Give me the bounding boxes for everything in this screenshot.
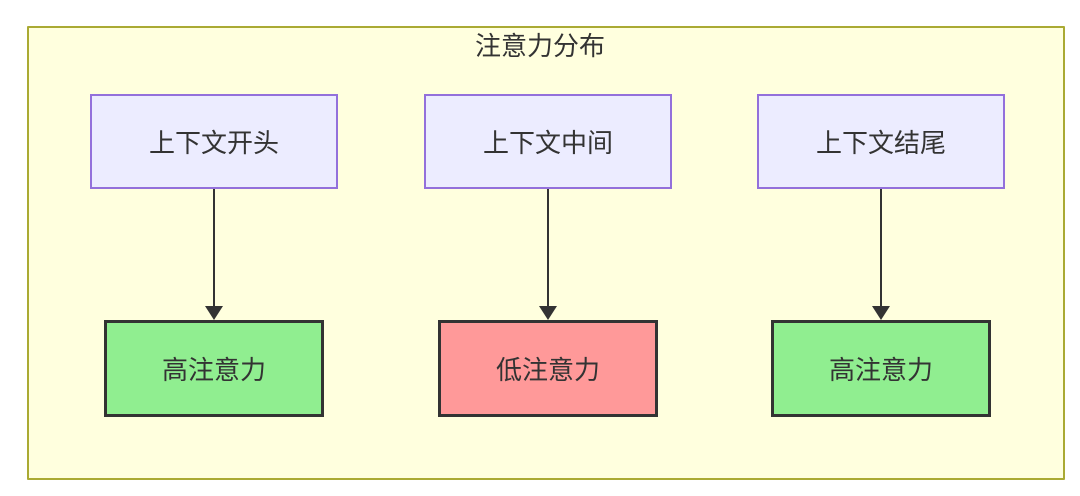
column-context-start: 上下文开头 高注意力 [90,94,338,417]
column-context-middle: 上下文中间 低注意力 [424,94,672,417]
diagram-title: 注意力分布 [474,32,605,62]
context-end-label: 上下文结尾 [815,129,946,159]
context-start-node: 上下文开头 [90,94,338,189]
context-start-label: 上下文开头 [148,129,279,159]
context-middle-label: 上下文中间 [482,129,613,159]
attention-node-middle: 低注意力 [438,320,658,417]
attention-node-start: 高注意力 [104,320,324,417]
arrow-head-icon [872,306,890,320]
column-context-end: 上下文结尾 高注意力 [757,94,1005,417]
arrow-connector [539,189,557,320]
arrow-head-icon [539,306,557,320]
arrow-head-icon [205,306,223,320]
attention-label: 高注意力 [828,356,933,386]
arrow-connector [872,189,890,320]
attention-label: 高注意力 [161,356,266,386]
context-end-node: 上下文结尾 [757,94,1005,189]
arrow-line [880,189,882,306]
arrow-line [547,189,549,306]
arrow-connector [205,189,223,320]
context-middle-node: 上下文中间 [424,94,672,189]
arrow-line [213,189,215,306]
attention-node-end: 高注意力 [771,320,991,417]
attention-label: 低注意力 [495,356,600,386]
